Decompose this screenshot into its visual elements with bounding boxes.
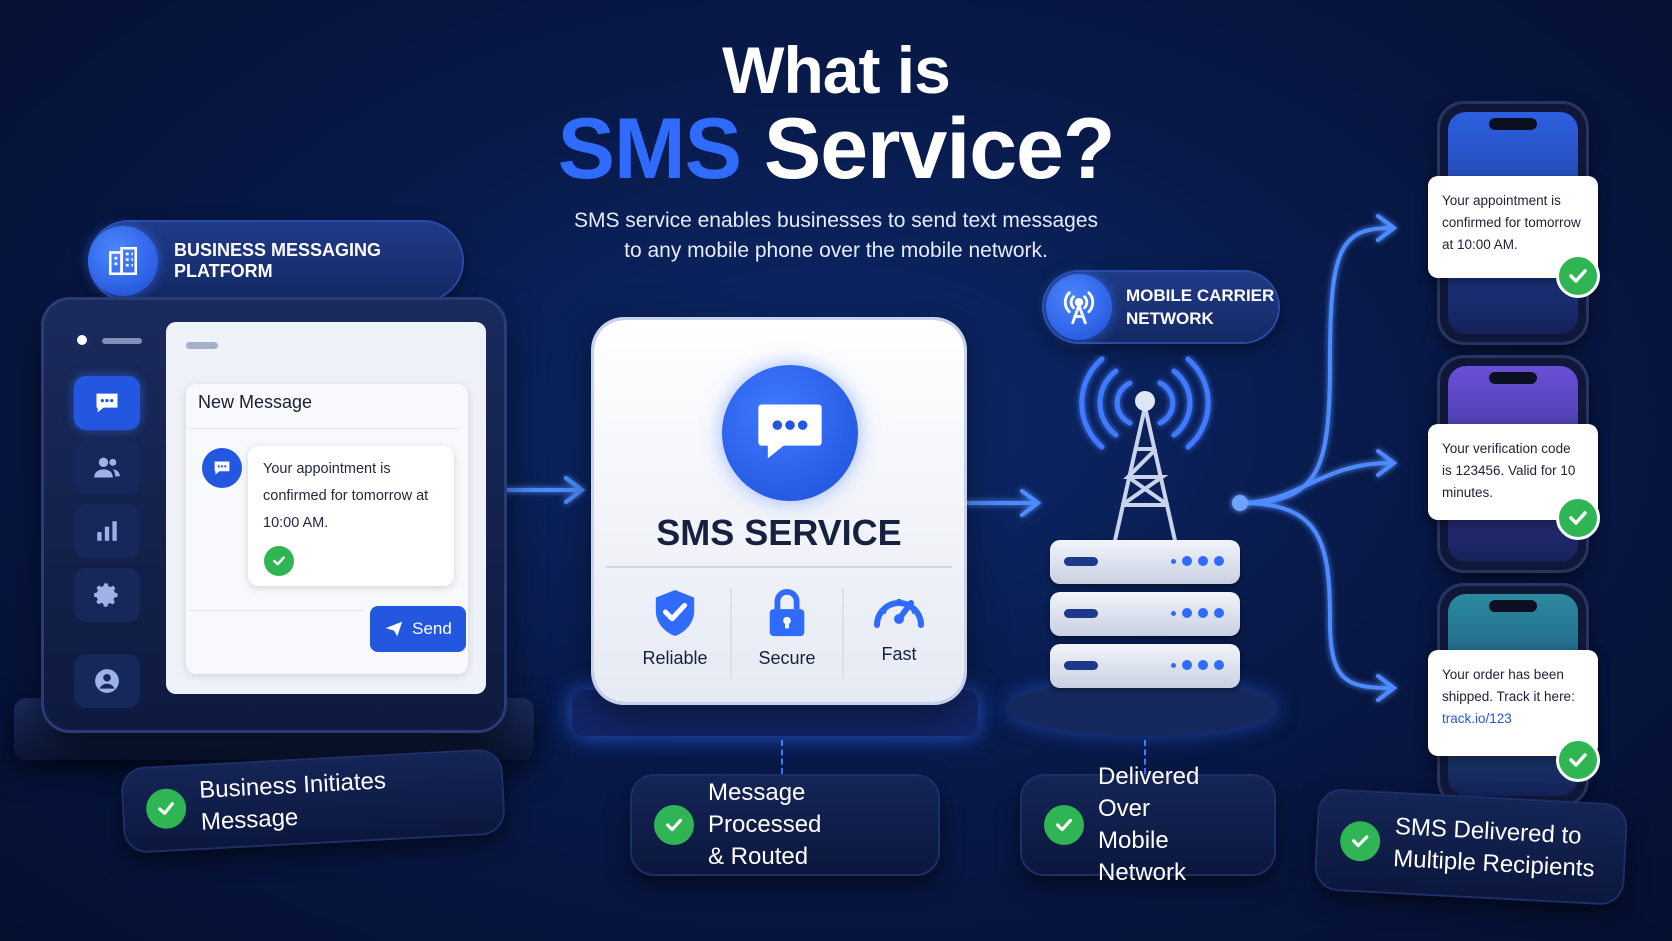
- title-line-2: SMS Service?: [0, 100, 1672, 199]
- lock-icon: [769, 588, 805, 637]
- chart-icon: [97, 521, 117, 541]
- server-unit-2: [1050, 592, 1240, 636]
- feature-secure: Secure: [732, 586, 842, 669]
- step-4-check-icon: [1339, 820, 1382, 863]
- user-icon: [95, 669, 119, 693]
- users-icon: [94, 457, 120, 478]
- sent-check-icon: [264, 546, 294, 576]
- platform-badge-label: Business Messaging Platform: [174, 240, 382, 281]
- step-3-line-2: Mobile Network: [1098, 827, 1187, 886]
- send-button[interactable]: Send: [370, 606, 466, 652]
- message-avatar-icon: [202, 448, 242, 488]
- feature-fast: Fast: [844, 582, 954, 665]
- feature-reliable-label: Reliable: [642, 648, 708, 668]
- sidebar-item-messages[interactable]: [74, 376, 140, 430]
- step-1-text: Business Initiates Message: [198, 767, 387, 836]
- subtitle: SMS service enables businesses to send t…: [0, 206, 1672, 266]
- recipient-message-3-text: Your order has been shipped. Track it he…: [1442, 667, 1575, 704]
- arrow-to-recipient-2: [1238, 461, 1392, 505]
- antenna-icon: [1046, 274, 1112, 340]
- step-4-label: SMS Delivered to Multiple Recipients: [1315, 790, 1627, 904]
- sidebar-item-profile[interactable]: [74, 654, 140, 708]
- feature-secure-label: Secure: [758, 648, 816, 668]
- delivered-check-icon-1: [1556, 254, 1600, 298]
- step-2-label: Message Processed & Routed: [632, 776, 938, 874]
- message-text: Your appointment is confirmed for tomorr…: [263, 461, 429, 531]
- building-icon: [88, 226, 158, 296]
- step-3-label: Delivered Over Mobile Network: [1022, 763, 1274, 886]
- chat-icon: [96, 393, 118, 413]
- server-unit-3: [1050, 644, 1240, 688]
- title-highlight: SMS: [557, 101, 742, 197]
- step-3-line-1: Delivered Over: [1098, 763, 1200, 822]
- title-line-1: What is: [722, 33, 951, 107]
- step-2-line-1: Message Processed: [708, 779, 822, 838]
- sidebar-item-analytics[interactable]: [74, 504, 140, 558]
- subtitle-line-1: SMS service enables businesses to send t…: [573, 209, 1099, 232]
- send-button-label: Send: [412, 619, 452, 638]
- platform-badge: Business Messaging Platform: [88, 222, 462, 300]
- feature-reliable: Reliable: [620, 586, 730, 669]
- sms-service-title: SMS SERVICE: [656, 512, 902, 553]
- server-unit-1: [1050, 540, 1240, 584]
- app-logo-icon: [72, 330, 92, 350]
- gear-icon: [94, 583, 118, 607]
- shield-check-icon: [655, 590, 695, 636]
- carrier-badge-line-1: MOBILE CARRIER: [1126, 286, 1275, 305]
- recipient-message-1: Your appointment is confirmed for tomorr…: [1428, 176, 1598, 278]
- sms-chat-icon: [722, 365, 858, 501]
- platform-sidebar: [66, 320, 146, 710]
- feature-fast-label: Fast: [881, 644, 917, 664]
- tower-platform: [1006, 680, 1278, 736]
- carrier-badge: MOBILE CARRIER NETWORK: [1044, 272, 1278, 342]
- sidebar-item-settings[interactable]: [74, 568, 140, 622]
- arrow-to-recipient-3: [1238, 501, 1392, 690]
- arrow-to-recipient-1: [1238, 226, 1392, 505]
- tracking-link[interactable]: track.io/123: [1442, 711, 1512, 726]
- step-3-check-icon: [1044, 805, 1084, 845]
- new-message-label: New Message: [198, 392, 313, 412]
- sidebar-item-contacts[interactable]: [74, 440, 140, 494]
- step-1-check-icon: [145, 787, 188, 830]
- step-2-check-icon: [654, 805, 694, 845]
- send-icon: [385, 621, 403, 637]
- title-rest: Service?: [740, 101, 1116, 197]
- cell-tower-icon: [1079, 356, 1211, 546]
- delivered-check-icon-2: [1556, 496, 1600, 540]
- step-1-label: Business Initiates Message: [122, 750, 504, 852]
- delivered-check-icon-3: [1556, 738, 1600, 782]
- step-2-line-2: & Routed: [708, 843, 809, 870]
- subtitle-line-2: to any mobile phone over the mobile netw…: [624, 239, 1048, 262]
- speedometer-icon: [874, 599, 924, 628]
- carrier-badge-line-2: NETWORK: [1126, 309, 1214, 328]
